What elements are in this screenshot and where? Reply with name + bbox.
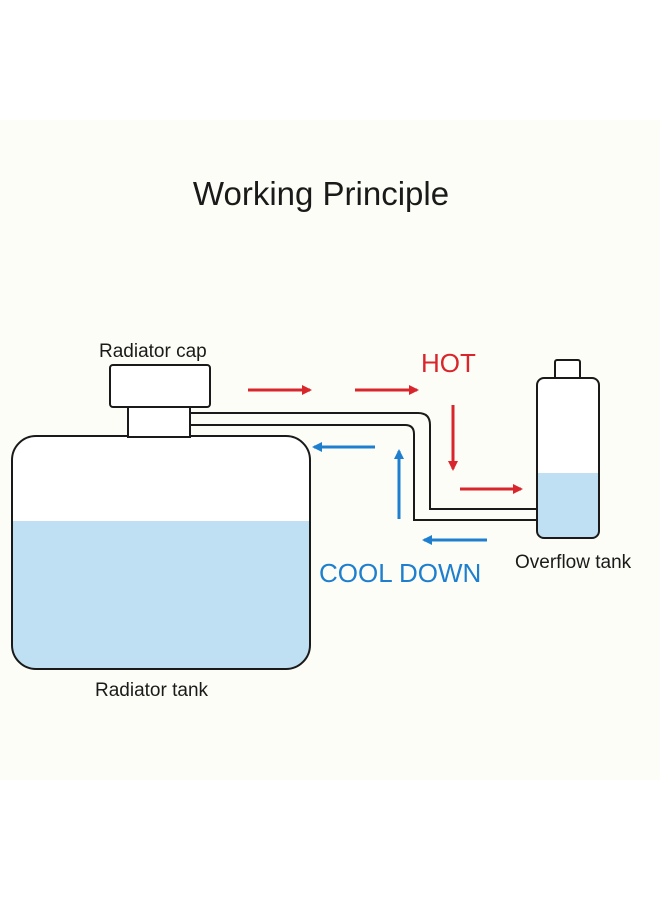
cool-down-label: COOL DOWN [319, 558, 481, 588]
radiator-cap-label: Radiator cap [99, 341, 207, 362]
cool-flow-arrows [312, 442, 487, 545]
radiator-tank [11, 435, 311, 670]
radiator-cap [109, 364, 211, 438]
overflow-tank [536, 359, 600, 539]
radiator-tank-label: Radiator tank [95, 680, 209, 701]
hose-inner-line [190, 424, 537, 521]
overflow-tank-coolant [537, 473, 599, 538]
overflow-tank-cap [554, 359, 581, 380]
radiator-cap-neck [127, 404, 191, 438]
radiator-cap-top [109, 364, 211, 408]
hot-label: HOT [421, 348, 476, 378]
radiator-tank-coolant [12, 521, 310, 669]
overflow-tank-outline [536, 377, 600, 539]
hot-flow-arrows [248, 385, 523, 494]
diagram-title: Working Principle [193, 175, 449, 212]
hose-outer-line [190, 412, 537, 510]
overflow-hose [190, 412, 537, 521]
overflow-tank-label: Overflow tank [515, 552, 632, 573]
